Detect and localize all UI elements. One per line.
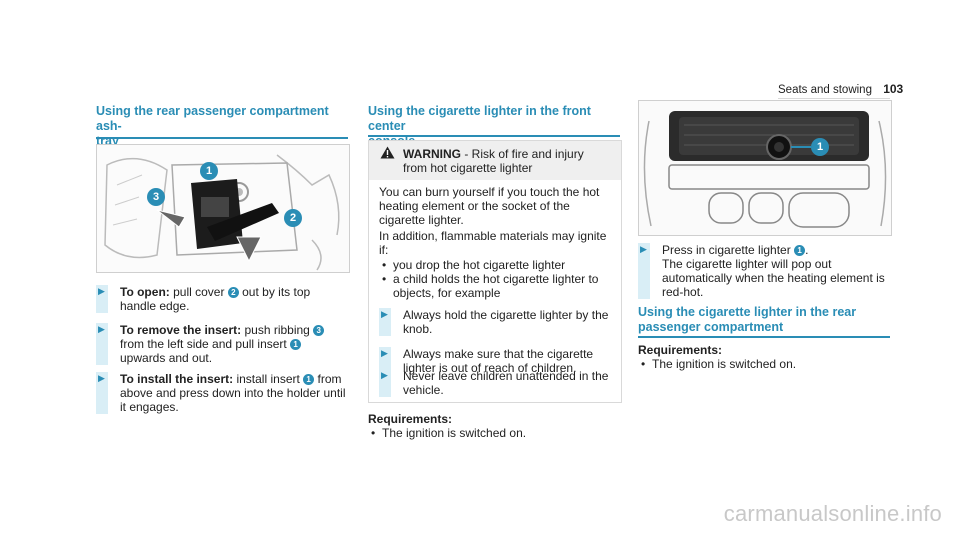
section-name: Seats and stowing bbox=[778, 84, 872, 96]
requirements-rear: Requirements: The ignition is switched o… bbox=[638, 343, 890, 371]
step-bar: ▶ bbox=[379, 347, 391, 375]
step-arrow-icon: ▶ bbox=[98, 373, 105, 383]
warning-bullet-list: you drop the hot cigarette lighter a chi… bbox=[379, 258, 611, 300]
warning-body: You can burn yourself if you touch the h… bbox=[369, 180, 621, 300]
step-lead: To open: bbox=[120, 285, 170, 299]
console-illustration bbox=[639, 101, 891, 235]
step-text-part: pull cover bbox=[169, 285, 228, 299]
step-text-part: from above and press down into the holde… bbox=[120, 372, 346, 414]
step-arrow-icon: ▶ bbox=[98, 324, 105, 334]
warning-label: WARNING bbox=[403, 147, 461, 161]
step-bar: ▶ bbox=[96, 372, 108, 414]
warning-header: WARNING - Risk of fire and injury from h… bbox=[369, 141, 621, 180]
step-remove-insert: ▶ To remove the insert: push ribbing 3 f… bbox=[96, 323, 348, 365]
page-number: 103 bbox=[883, 82, 904, 96]
requirements-front: Requirements: The ignition is switched o… bbox=[368, 412, 620, 440]
section-rule bbox=[638, 336, 890, 338]
running-header: Seats and stowing 103 bbox=[778, 82, 903, 96]
step-text-part: from the left side and pull insert bbox=[120, 337, 291, 351]
title-line: passenger compartment bbox=[638, 320, 784, 334]
step-text: To remove the insert: push ribbing 3 fro… bbox=[108, 323, 348, 365]
step-text: Never leave children unattended in the v… bbox=[403, 369, 609, 397]
section-rule bbox=[96, 137, 348, 139]
step-open: ▶ To open: pull cover 2 out by its top h… bbox=[96, 285, 348, 313]
step-text-part: The cigarette lighter will pop out autom… bbox=[662, 257, 885, 299]
step-press-lighter: ▶ Press in cigarette lighter 1. The ciga… bbox=[638, 243, 890, 299]
step-install-insert: ▶ To install the insert: install insert … bbox=[96, 372, 348, 414]
callout-ref: 1 bbox=[290, 339, 302, 350]
step-text: To install the insert: install insert 1 … bbox=[108, 372, 348, 414]
callout-ref: 2 bbox=[227, 287, 239, 298]
callout-3: 3 bbox=[147, 188, 165, 206]
step-text-part: upwards and out. bbox=[120, 351, 213, 365]
step-text-part: push ribbing bbox=[241, 323, 314, 337]
warning-triangle-icon bbox=[380, 146, 395, 159]
callout-1: 1 bbox=[811, 138, 829, 156]
front-lighter-figure: 1 bbox=[638, 100, 892, 236]
step-arrow-icon: ▶ bbox=[381, 348, 388, 358]
step-bar: ▶ bbox=[638, 243, 650, 299]
step-text-part: Press in cigarette lighter bbox=[662, 243, 795, 257]
callout-ref: 3 bbox=[313, 325, 325, 336]
warning-box: WARNING - Risk of fire and injury from h… bbox=[368, 140, 622, 403]
warning-step: ▶ Always make sure that the cigarette li… bbox=[379, 347, 611, 375]
step-text: Always make sure that the cigarette ligh… bbox=[403, 347, 594, 375]
header-rule bbox=[778, 98, 890, 99]
requirements-list: The ignition is switched on. bbox=[638, 357, 890, 371]
step-bar: ▶ bbox=[379, 308, 391, 336]
ashtray-figure: 1 2 3 bbox=[96, 144, 350, 273]
title-line: Using the cigarette lighter in the front… bbox=[368, 104, 591, 133]
requirements-label: Requirements: bbox=[368, 412, 453, 426]
step-text-part: . bbox=[805, 243, 809, 257]
watermark: carmanualsonline.info bbox=[723, 501, 942, 526]
list-item: you drop the hot cigarette lighter bbox=[382, 258, 611, 272]
requirements-list: The ignition is switched on. bbox=[368, 426, 620, 440]
step-arrow-icon: ▶ bbox=[381, 309, 388, 319]
ashtray-illustration bbox=[97, 145, 349, 272]
list-item: The ignition is switched on. bbox=[641, 357, 890, 371]
step-bar: ▶ bbox=[379, 369, 391, 397]
step-arrow-icon: ▶ bbox=[98, 286, 105, 296]
callout-ref: 1 bbox=[794, 245, 806, 256]
warning-step: ▶ Never leave children unattended in the… bbox=[379, 369, 611, 397]
step-bar: ▶ bbox=[96, 285, 108, 313]
callout-1: 1 bbox=[200, 162, 218, 180]
warning-paragraph: In addition, flammable materials may ign… bbox=[379, 229, 607, 257]
step-arrow-icon: ▶ bbox=[381, 370, 388, 380]
step-bar: ▶ bbox=[96, 323, 108, 365]
callout-2: 2 bbox=[284, 209, 302, 227]
section-title-ashtray: Using the rear passenger compartment ash… bbox=[96, 104, 356, 149]
title-line: Using the rear passenger compartment ash… bbox=[96, 104, 329, 133]
step-text: Press in cigarette lighter 1. The cigare… bbox=[650, 243, 890, 299]
step-lead: To install the insert: bbox=[120, 372, 234, 386]
step-lead: To remove the insert: bbox=[120, 323, 242, 337]
warning-headline: - Risk of fire and injury from hot cigar… bbox=[403, 147, 584, 175]
step-text: To open: pull cover 2 out by its top han… bbox=[108, 285, 348, 313]
step-arrow-icon: ▶ bbox=[640, 244, 647, 254]
section-title-rear-lighter: Using the cigarette lighter in the rear … bbox=[638, 305, 898, 335]
section-rule bbox=[368, 135, 620, 137]
step-text-part: install insert bbox=[233, 372, 304, 386]
callout-ref: 1 bbox=[303, 374, 315, 385]
warning-paragraph: You can burn yourself if you touch the h… bbox=[379, 185, 600, 227]
warning-step: ▶ Always hold the cigarette lighter by t… bbox=[379, 308, 611, 336]
list-item: a child holds the hot cigarette lighter … bbox=[382, 272, 611, 300]
requirements-label: Requirements: bbox=[638, 343, 723, 357]
step-text: Always hold the cigarette lighter by the… bbox=[403, 308, 609, 336]
list-item: The ignition is switched on. bbox=[371, 426, 620, 440]
title-line: Using the cigarette lighter in the rear bbox=[638, 305, 857, 319]
step-text-part: out by its top handle edge. bbox=[120, 285, 311, 313]
